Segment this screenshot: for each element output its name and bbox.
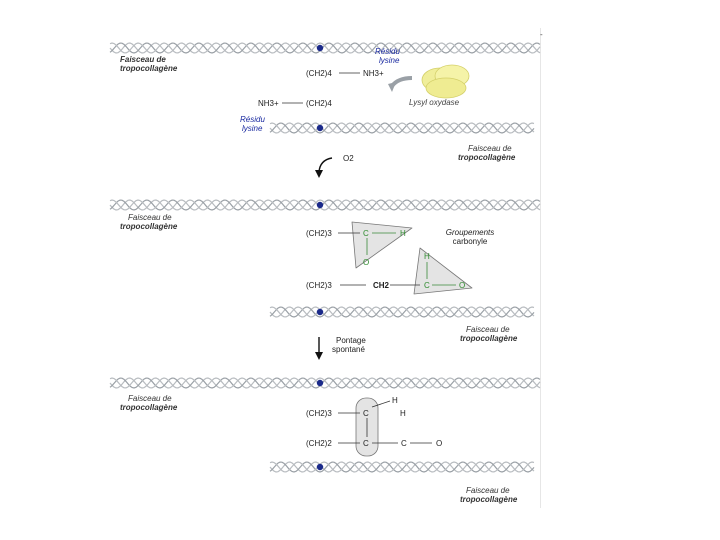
p2-o-right: O bbox=[459, 281, 466, 290]
p1-residu-bottom-1: Résidu bbox=[240, 115, 265, 124]
helix-strand bbox=[269, 306, 535, 318]
p1-residu-top-1: Résidu bbox=[375, 47, 400, 56]
p2-arrow-label-1: Pontage bbox=[336, 336, 366, 345]
tropocollagen-helix bbox=[109, 42, 541, 54]
p2-ch2-mid: CH2 bbox=[373, 281, 390, 290]
reaction-arrow-1-head bbox=[315, 170, 323, 178]
tropocollagen-helix bbox=[269, 306, 535, 318]
p3-o-right: O bbox=[436, 439, 443, 448]
lysyl-oxidase-enzyme bbox=[421, 64, 470, 99]
helix-strand bbox=[109, 42, 541, 54]
p3-h-right: H bbox=[400, 409, 406, 418]
p3-faisceau-top-1: Faisceau de bbox=[128, 394, 172, 403]
p1-faisceau-top-1: Faisceau de bbox=[120, 55, 166, 64]
p1-arrow-label: O2 bbox=[343, 154, 354, 163]
lysine-residue-dot bbox=[316, 124, 324, 132]
tropocollagen-helices bbox=[109, 42, 541, 473]
p3-c-top: C bbox=[363, 409, 369, 418]
p1-nh3-bottom: NH3+ bbox=[258, 99, 279, 108]
p3-faisceau-bottom-1: Faisceau de bbox=[466, 486, 510, 495]
p2-ch2-bottom: (CH2)3 bbox=[306, 281, 332, 290]
lysine-residue-dot bbox=[316, 308, 324, 316]
helix-strand bbox=[109, 199, 541, 211]
p2-faisceau-top-1: Faisceau de bbox=[128, 213, 172, 222]
p2-groupements-2: carbonyle bbox=[452, 237, 488, 246]
helix-strand bbox=[109, 199, 541, 211]
p3-c-bottom: C bbox=[363, 439, 369, 448]
p2-faisceau-bottom-1: Faisceau de bbox=[466, 325, 510, 334]
p2-faisceau-top-2: tropocollagène bbox=[120, 222, 178, 231]
enzyme-arrow-head bbox=[388, 82, 396, 92]
helix-strand bbox=[269, 461, 535, 473]
enzyme-arrow bbox=[390, 76, 413, 88]
p3-faisceau-top-2: tropocollagène bbox=[120, 403, 178, 412]
reaction-arrow-1 bbox=[318, 157, 333, 173]
helix-strand bbox=[109, 377, 541, 389]
p1-faisceau-bottom-1: Faisceau de bbox=[468, 144, 512, 153]
helix-strand bbox=[269, 122, 535, 134]
bond-p3-ch bbox=[371, 400, 391, 408]
p2-o-top: O bbox=[363, 258, 370, 267]
reaction-arrow-2-head bbox=[315, 352, 323, 360]
lysine-residue-dot bbox=[316, 44, 324, 52]
p1-faisceau-bottom-2: tropocollagène bbox=[458, 153, 516, 162]
p1-residu-bottom-2: lysine bbox=[242, 124, 263, 133]
lysine-residue-dot bbox=[316, 201, 324, 209]
helix-strand bbox=[269, 306, 535, 318]
p1-enzyme-label: Lysyl oxydase bbox=[409, 98, 460, 107]
lysine-residue-dot bbox=[316, 463, 324, 471]
p1-ch2-bottom: (CH2)4 bbox=[306, 99, 332, 108]
carbonyl-group-bottom bbox=[413, 247, 473, 295]
p2-faisceau-bottom-2: tropocollagène bbox=[460, 334, 518, 343]
tropocollagen-helix bbox=[109, 199, 541, 211]
lysine-residue-dot bbox=[316, 379, 324, 387]
p1-residu-top-2: lysine bbox=[379, 56, 400, 65]
p1-ch2-top: (CH2)4 bbox=[306, 69, 332, 78]
p2-groupements-1: Groupements bbox=[445, 228, 495, 237]
p3-ch2-top: (CH2)3 bbox=[306, 409, 332, 418]
p2-h-right: H bbox=[424, 252, 430, 261]
helix-strand bbox=[109, 377, 541, 389]
p3-ch2-bottom: (CH2)2 bbox=[306, 439, 332, 448]
right-border-line bbox=[540, 28, 541, 508]
p1-faisceau-top-2: tropocollagène bbox=[120, 64, 178, 73]
p1-nh3-top: NH3+ bbox=[363, 69, 384, 78]
helix-strand bbox=[269, 122, 535, 134]
p3-h-above: H bbox=[392, 396, 398, 405]
helix-strand bbox=[269, 461, 535, 473]
carbonyl-group-top bbox=[351, 221, 413, 269]
p3-faisceau-bottom-2: tropocollagène bbox=[460, 495, 518, 504]
p2-h-top: H bbox=[400, 229, 406, 238]
tropocollagen-helix bbox=[109, 377, 541, 389]
p2-c-top: C bbox=[363, 229, 369, 238]
p2-arrow-label-2: spontané bbox=[332, 345, 365, 354]
p2-ch2-top: (CH2)3 bbox=[306, 229, 332, 238]
p3-c-right: C bbox=[401, 439, 407, 448]
corner-mark: - bbox=[540, 30, 543, 39]
p2-c-right: C bbox=[424, 281, 430, 290]
tropocollagen-helix bbox=[269, 461, 535, 473]
helix-strand bbox=[109, 42, 541, 54]
tropocollagen-helix bbox=[269, 122, 535, 134]
